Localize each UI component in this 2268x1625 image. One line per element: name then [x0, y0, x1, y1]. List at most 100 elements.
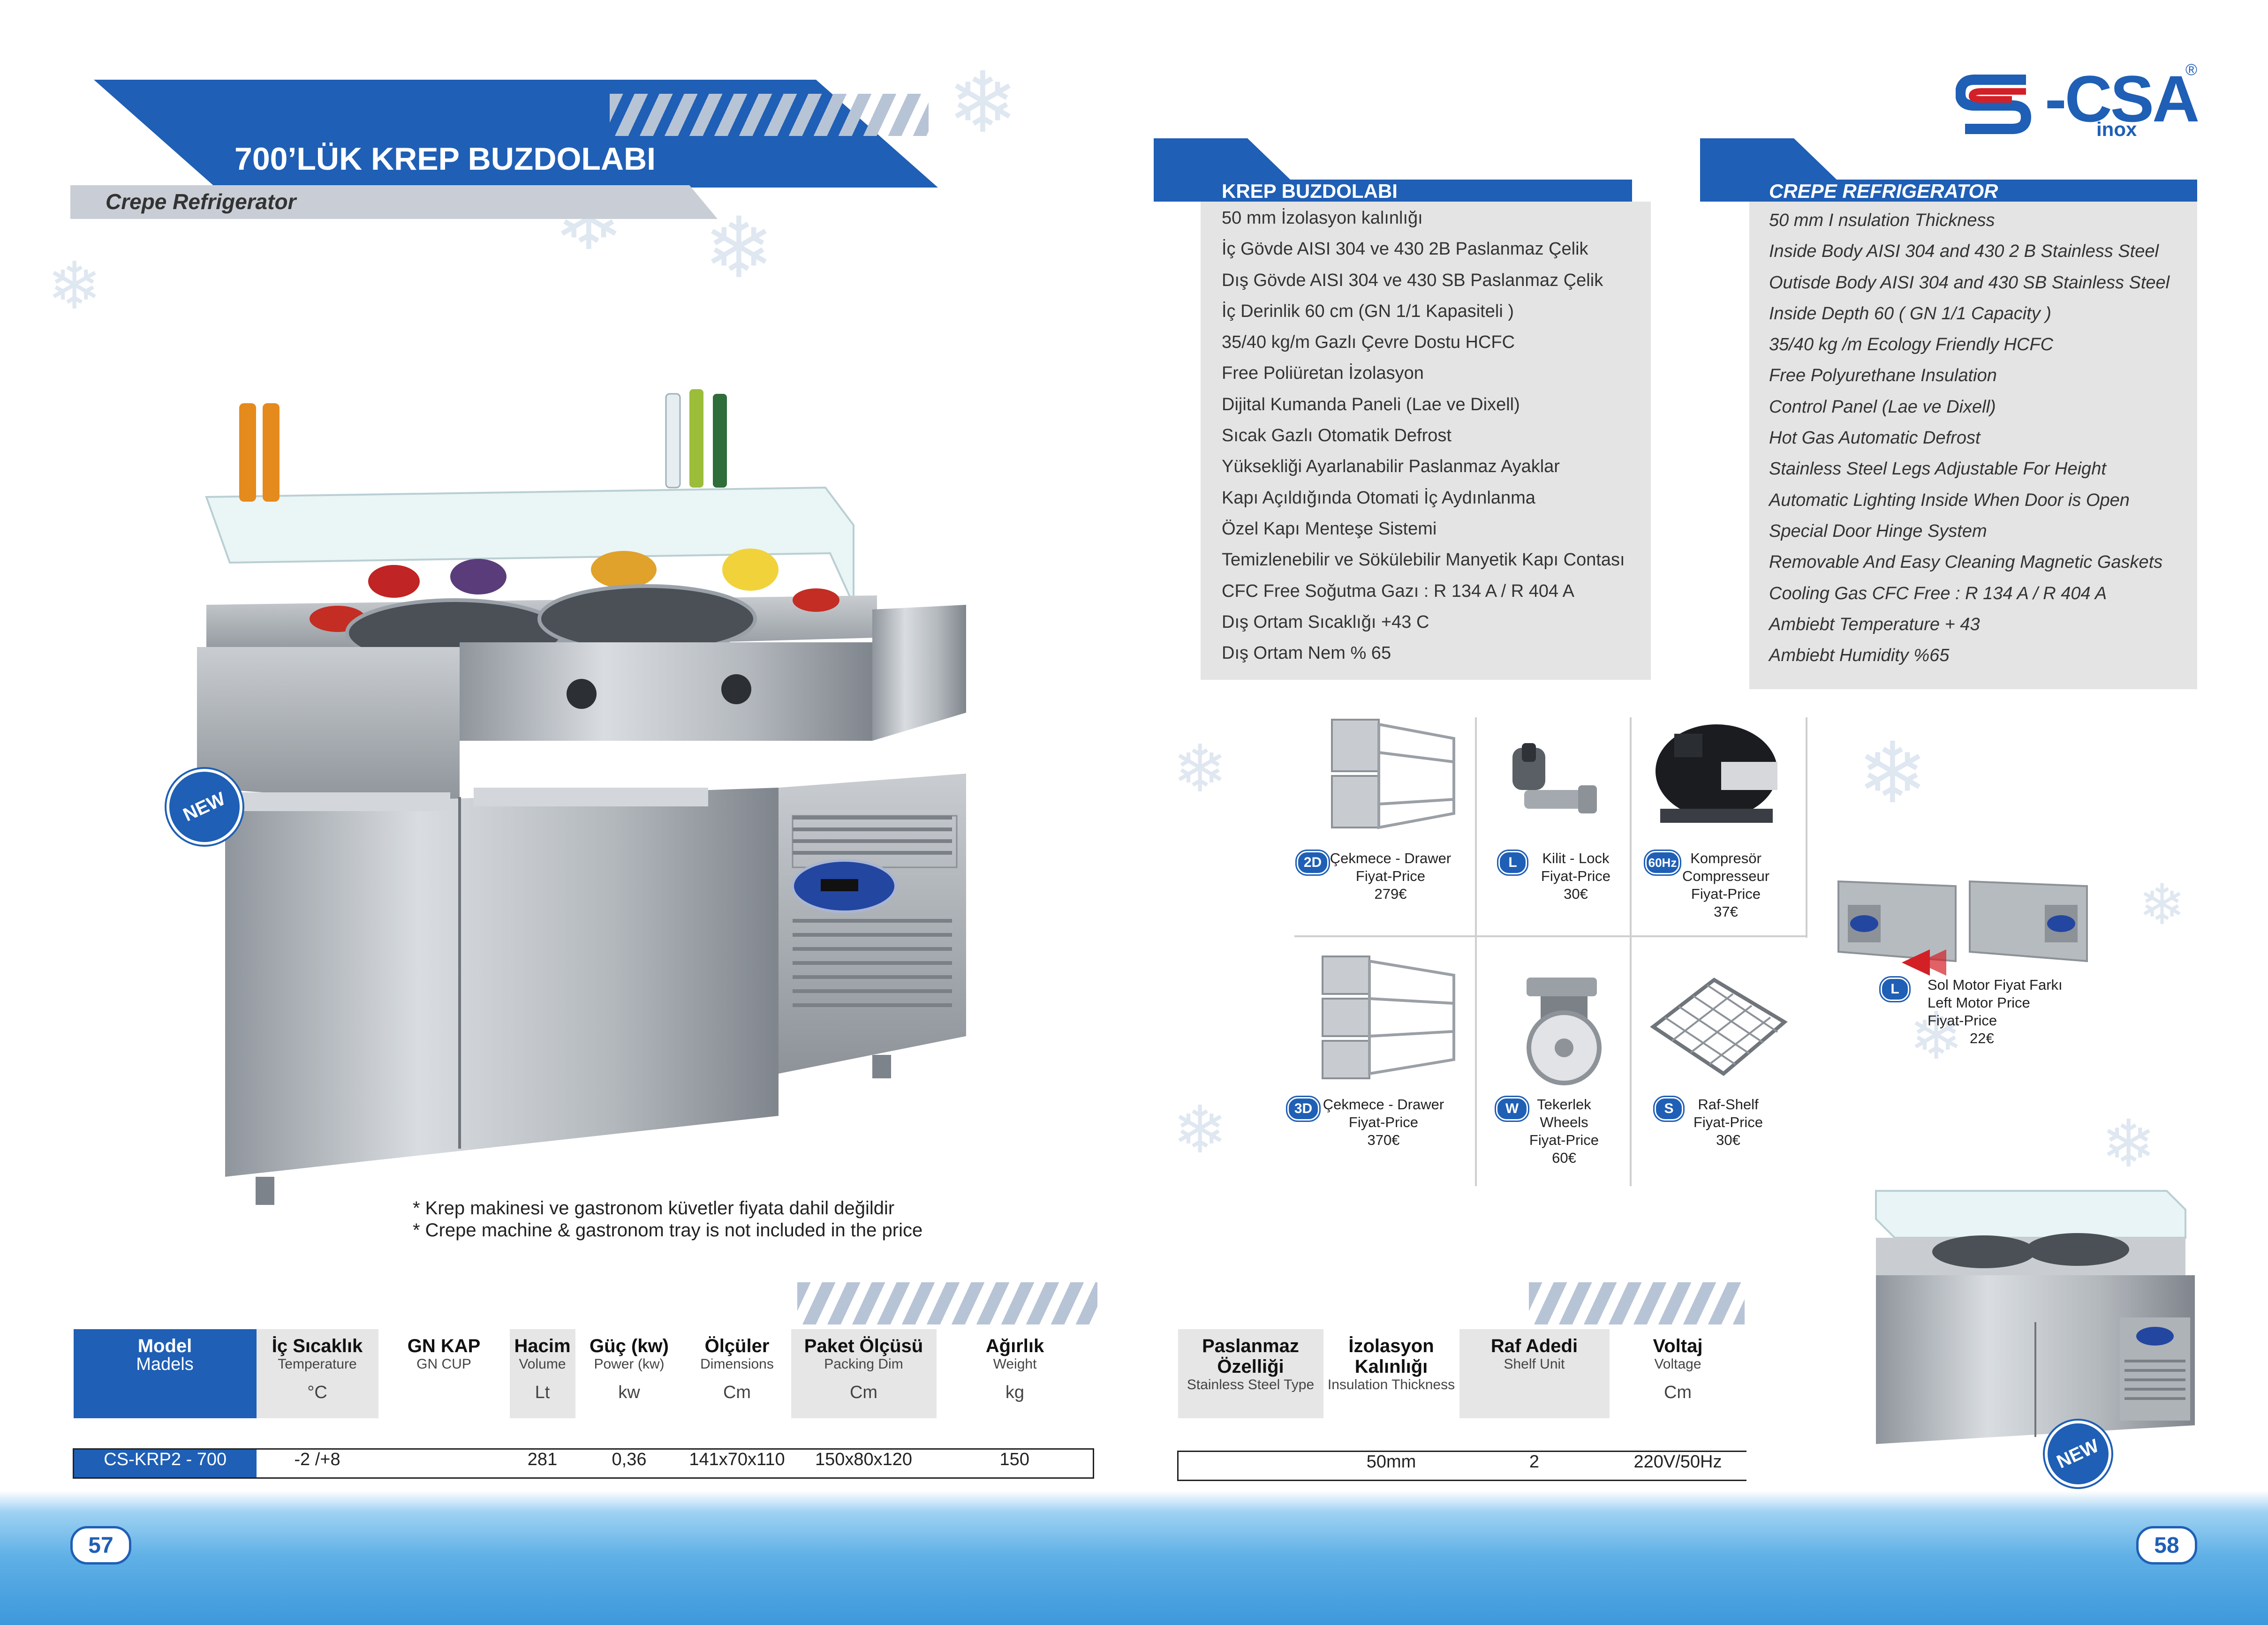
spec-item: Temizlenebilir ve Sökülebilir Manyetik K…	[1222, 550, 1625, 570]
spec-item: 35/40 kg /m Ecology Friendly HCFC	[1769, 335, 2054, 355]
note-line: * Krep makinesi ve gastronom küvetler fi…	[413, 1198, 895, 1219]
spec-item: 35/40 kg/m Gazlı Çevre Dostu HCFC	[1222, 332, 1515, 353]
snowflake-icon: ❄	[1172, 1093, 1228, 1166]
spec-panel-en	[1749, 202, 2197, 689]
registered-mark: ®	[2185, 61, 2198, 79]
note-line: * Crepe machine & gastronom tray is not …	[413, 1220, 923, 1241]
crepe-refrigerator-small-photo	[1875, 1190, 2195, 1444]
spec-item: Automatic Lighting Inside When Door is O…	[1769, 490, 2130, 510]
accessory-code-badge: 2D	[1297, 851, 1329, 874]
subtitle-banner	[70, 185, 718, 219]
spec-item: CFC Free Soğutma Gazı : R 134 A / R 404 …	[1222, 581, 1574, 601]
col-voltage: Voltaj Voltage Cm	[1653, 1336, 1703, 1402]
col-gn-cup: GN KAP GN CUP	[407, 1336, 481, 1372]
wheel-icon	[1527, 978, 1602, 1085]
spec-item: İç Gövde AISI 304 ve 430 2B Paslanmaz Çe…	[1222, 239, 1588, 259]
left-arrow-icon	[1918, 949, 1946, 976]
new-badge: NEW	[2045, 1421, 2111, 1487]
spec-item: Inside Body AISI 304 and 430 2 B Stainle…	[1769, 241, 2159, 262]
csa-logo-mark-icon	[1956, 75, 2032, 134]
snowflake-icon: ❄	[2101, 1107, 2156, 1181]
col-shelf-unit: Raf Adedi Shelf Unit	[1459, 1329, 1610, 1418]
spec-list-tr: 50 mm İzolasyon kalınlığı İç Gövde AISI …	[1222, 203, 1625, 669]
spec-item: Free Polyurethane Insulation	[1769, 366, 1997, 386]
accessory-label: Çekmece - Drawer Fiyat-Price 370€	[1323, 1096, 1444, 1148]
accessory-label: Raf-Shelf Fiyat-Price 30€	[1693, 1096, 1763, 1148]
spec-item: Dijital Kumanda Paneli (Lae ve Dixell)	[1222, 394, 1520, 414]
spec-item: Dış Ortam Sıcaklığı +43 C	[1222, 612, 1429, 632]
col-power: Güç (kw) Power (kw) kw	[590, 1336, 669, 1402]
spec-item: İç Derinlik 60 cm (GN 1/1 Kapasiteli )	[1222, 301, 1514, 321]
spec-header-en-bar	[1749, 180, 2197, 202]
snowflake-icon: ❄	[1172, 732, 1228, 805]
specs-table-right: Paslanmaz Özelliği Stainless Steel Type …	[1177, 1329, 1746, 1481]
spec-heading-en: CREPE REFRIGERATOR	[1769, 180, 1998, 202]
spec-item: 50 mm I nsulation Thickness	[1769, 211, 1995, 230]
spec-item: Free Poliüretan İzolasyon	[1222, 363, 1424, 384]
accessory-code-badge: W	[1496, 1097, 1528, 1121]
col-model: Model Madels	[73, 1329, 257, 1418]
spec-item: 50 mm İzolasyon kalınlığı	[1222, 208, 1423, 228]
grid-divider	[1294, 935, 1806, 937]
snowflake-icon: ❄	[947, 56, 1018, 150]
new-badge: NEW	[166, 769, 242, 845]
specs-table-left: Model Madels İç Sıcaklık Temperature °C …	[73, 1329, 1094, 1479]
col-insulation: İzolasyon Kalınlığı Insulation Thickness	[1327, 1336, 1455, 1392]
spec-item: Dış Ortam Nem % 65	[1222, 643, 1391, 663]
accessory-code-badge: 3D	[1287, 1097, 1319, 1121]
col-dimensions: Ölçüler Dimensions Cm	[700, 1336, 774, 1402]
spec-item: Ambiebt Humidity %65	[1769, 646, 1950, 666]
spec-header-tr-bar	[1201, 180, 1632, 202]
spec-item: Yüksekliği Ayarlanabilir Paslanmaz Ayakl…	[1222, 457, 1560, 477]
spec-panel-tr	[1201, 202, 1651, 680]
accessory-label: Çekmece - Drawer Fiyat-Price 279€	[1330, 850, 1452, 902]
spec-item: Dış Gövde AISI 304 ve 430 SB Paslanmaz Ç…	[1222, 270, 1603, 290]
table-row: CS-KRP2 - 700 -2 /+8 281 0,36 141x70x110…	[73, 1449, 1094, 1478]
accessory-code-badge: S	[1655, 1097, 1683, 1121]
col-temperature: İç Sıcaklık Temperature °C	[256, 1329, 378, 1418]
col-packing-dim: Paket Ölçüsü Packing Dim Cm	[791, 1329, 937, 1418]
accessory-label: Kilit - Lock Fiyat-Price 30€	[1541, 850, 1611, 902]
spec-item: Control Panel (Lae ve Dixell)	[1769, 397, 1996, 417]
spec-item: Hot Gas Automatic Defrost	[1769, 428, 1981, 448]
snowflake-icon: ❄	[2139, 873, 2186, 936]
crepe-refrigerator-photo	[197, 389, 966, 1205]
spec-item: Cooling Gas CFC Free : R 134 A / R 404 A	[1769, 583, 2107, 603]
csa-inox-logo: -CSA ® inox	[1956, 61, 2200, 143]
accessory-code-badge: L	[1881, 978, 1909, 1001]
left-motor-units-photo	[1837, 880, 2088, 963]
drawer-2-icon	[1331, 719, 1455, 829]
compressor-icon	[1656, 724, 1777, 823]
col-volume: Hacim Volume Lt	[509, 1329, 575, 1418]
spec-item: Outisde Body AISI 304 and 430 SB Stainle…	[1769, 272, 2170, 293]
decorative-stripes	[797, 1282, 1097, 1324]
spec-item: Ambiebt Temperature + 43	[1769, 614, 1980, 634]
spec-list-en: 50 mm I nsulation Thickness Inside Body …	[1769, 205, 2170, 671]
snowflake-icon: ❄	[1909, 999, 1964, 1073]
page-number-right: 58	[2136, 1526, 2197, 1565]
spec-item: Inside Depth 60 ( GN 1/1 Capacity )	[1769, 303, 2051, 323]
table-row: 50mm 2 220V/50Hz	[1178, 1451, 1746, 1480]
grid-divider	[1806, 717, 1807, 938]
accessory-code-badge: L	[1498, 851, 1527, 874]
ice-footer-background	[0, 1491, 2268, 1625]
decorative-stripes	[610, 94, 929, 136]
decorative-stripes	[1529, 1282, 1745, 1324]
accessory-label: Kompresör Compresseur Fiyat-Price 37€	[1682, 850, 1770, 920]
page-subtitle: Crepe Refrigerator	[106, 189, 296, 214]
snowflake-icon: ❄	[47, 249, 102, 323]
logo-inox-text: inox	[2096, 118, 2137, 140]
page-number-left: 57	[70, 1526, 131, 1565]
snowflake-icon: ❄	[703, 201, 774, 295]
spec-item: Stainless Steel Legs Adjustable For Heig…	[1769, 459, 2106, 479]
logo-brand-text: -CSA	[2045, 62, 2200, 135]
accessory-code-badge: 60Hz	[1645, 851, 1680, 874]
spec-heading-tr: KREP BUZDOLABI	[1222, 180, 1398, 202]
grid-divider	[1630, 717, 1632, 1186]
spec-item: Kapı Açıldığında Otomati İç Aydınlanma	[1222, 488, 1535, 508]
shelf-icon	[1650, 978, 1788, 1076]
lock-icon	[1512, 743, 1597, 813]
col-steel-type: Paslanmaz Özelliği Stainless Steel Type	[1178, 1329, 1323, 1418]
col-weight: Ağırlık Weight kg	[985, 1336, 1044, 1402]
spec-item: Özel Kapı Menteşe Sistemi	[1222, 519, 1437, 539]
